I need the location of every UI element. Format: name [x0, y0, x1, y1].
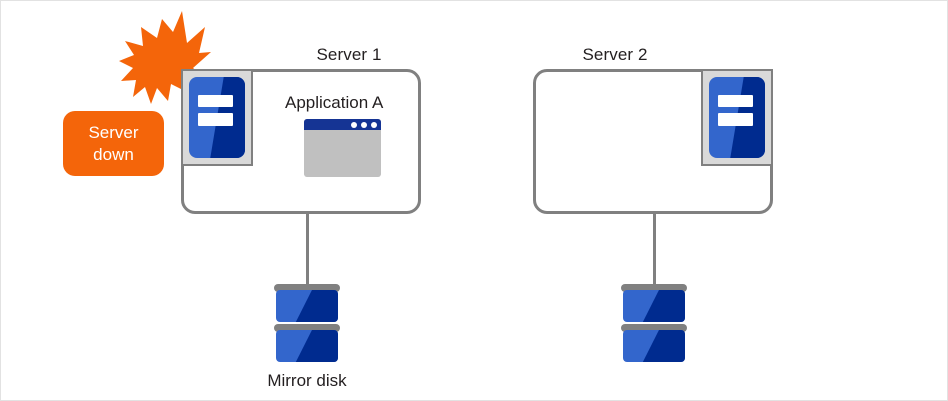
disk-cap-middle	[274, 324, 340, 332]
window-dot-1	[351, 121, 357, 128]
mirror-disk-label: Mirror disk	[267, 371, 347, 390]
application-window-body	[304, 130, 381, 177]
server-icon-body	[709, 77, 765, 158]
server-1-disk-stack	[274, 284, 340, 368]
server-icon-bar-2	[717, 113, 753, 126]
application-window-icon	[304, 119, 381, 177]
disk-cap-top	[621, 284, 687, 292]
server-icon-bar-1	[197, 94, 233, 107]
explosion-burst-icon	[119, 11, 211, 104]
disk-cap-top	[274, 284, 340, 292]
disk-block-1	[623, 290, 685, 322]
server-icon-body	[189, 77, 245, 158]
disk-cap-middle	[621, 324, 687, 332]
server-1-caption: Server 1	[316, 45, 382, 64]
window-dot-2	[361, 121, 367, 128]
disk-block-1	[276, 290, 338, 322]
disk-block-shade	[295, 290, 338, 322]
disk-block-2	[623, 330, 685, 362]
server-2-machine-icon	[701, 69, 773, 166]
server-icon-bar-2	[197, 113, 233, 126]
disk-block-shade	[295, 330, 338, 362]
server-2-caption: Server 2	[582, 45, 648, 64]
server-1-disk-connector	[306, 214, 309, 286]
application-window-titlebar	[304, 119, 381, 130]
application-a-label: Application A	[285, 93, 384, 112]
disk-block-shade	[642, 330, 685, 362]
window-dot-3	[371, 121, 377, 128]
server-2-disk-connector	[653, 214, 656, 286]
server-down-line1: Server	[88, 122, 139, 142]
server-2-disk-stack	[621, 284, 687, 368]
disk-block-2	[276, 330, 338, 362]
server-icon-bar-1	[717, 94, 753, 107]
server-down-line2: down	[93, 144, 134, 164]
server-1-machine-icon	[181, 69, 253, 166]
server-down-badge: Server down	[63, 111, 164, 176]
disk-block-shade	[642, 290, 685, 322]
